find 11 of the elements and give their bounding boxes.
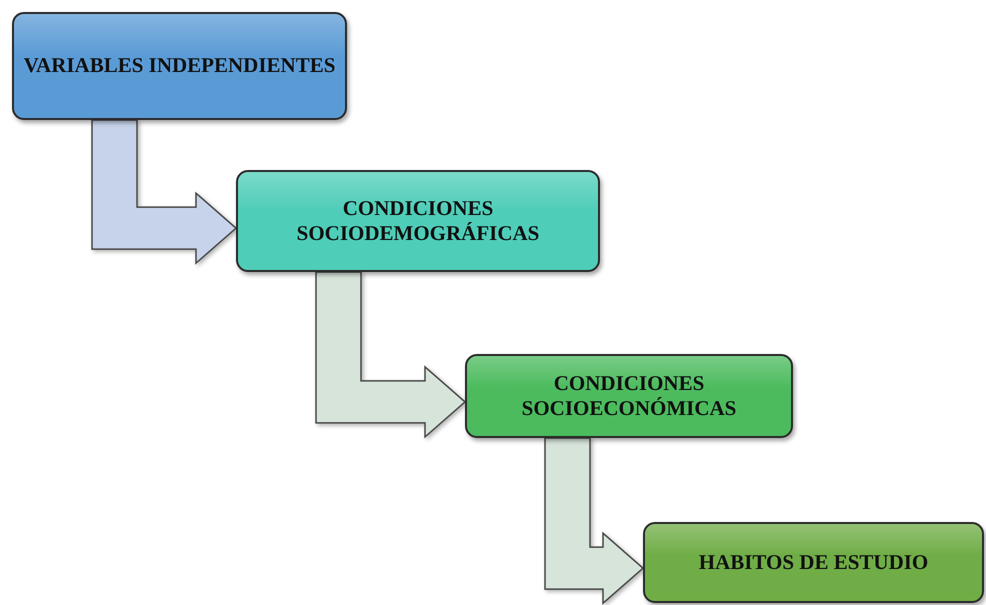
- process-box: [236, 170, 600, 272]
- block-arrow: [91, 119, 238, 265]
- block-arrow: [315, 271, 466, 439]
- box-label: CONDICIONES SOCIODEMOGRÁFICAS: [296, 196, 540, 246]
- box-label: HABITOS DE ESTUDIO: [698, 550, 928, 576]
- process-box: [465, 354, 793, 438]
- process-box: [12, 12, 347, 120]
- box-label: CONDICIONES SOCIOECONÓMICAS: [520, 370, 738, 422]
- process-box: [643, 522, 984, 603]
- block-arrow: [544, 437, 644, 605]
- box-label: VARIABLES INDEPENDIENTES: [24, 53, 336, 79]
